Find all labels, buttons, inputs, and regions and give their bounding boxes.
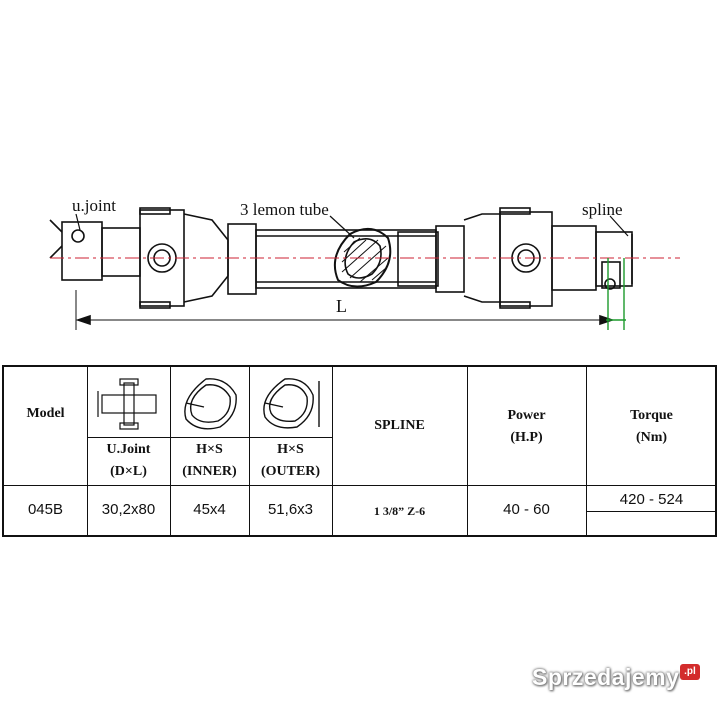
header-model: Model	[26, 406, 65, 421]
cell-power: 40 - 60	[503, 501, 550, 518]
cell-torque: 420 - 524	[619, 491, 684, 508]
outer-tube-icon	[263, 378, 320, 429]
ujoint-icon	[97, 378, 157, 430]
cell-ujoint: 30,2x80	[101, 501, 156, 518]
spec-table: Model U.Joint (D×L) H×S (INNER) H×S (OUT…	[2, 365, 717, 537]
header-outer: H×S (OUTER)	[260, 442, 321, 479]
watermark-badge: .pl	[680, 664, 700, 680]
cell-inner: 45x4	[193, 501, 226, 518]
lemon-tube-body	[255, 229, 439, 289]
header-torque: Torque (Nm)	[630, 408, 673, 445]
header-spline: SPLINE	[374, 418, 425, 433]
label-spline: spline	[582, 200, 623, 219]
cell-spline: 1 3/8” Z-6	[373, 504, 426, 518]
pto-shaft-drawing	[49, 207, 680, 330]
label-lemon-tube: 3 lemon tube	[240, 200, 329, 219]
watermark-logo: Sprzedajemy	[532, 664, 680, 690]
header-power: Power (H.P)	[507, 408, 546, 445]
label-length-L: L	[336, 296, 347, 316]
cell-model: 045B	[27, 501, 64, 518]
header-inner: H×S (INNER)	[182, 442, 237, 479]
inner-tube-icon	[184, 378, 237, 430]
left-yoke	[49, 207, 257, 309]
cell-outer: 51,6x3	[267, 501, 314, 518]
header-ujoint: U.Joint (D×L)	[106, 442, 151, 479]
label-ujoint: u.joint	[72, 196, 116, 215]
